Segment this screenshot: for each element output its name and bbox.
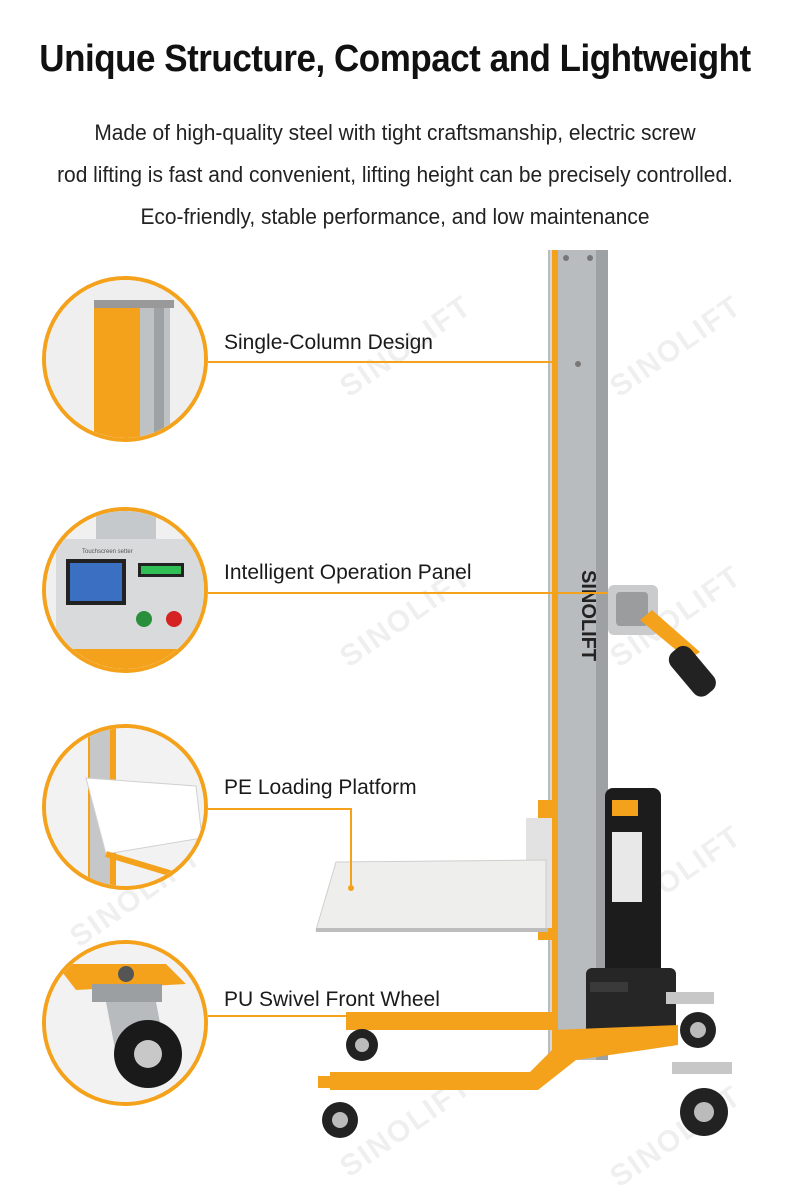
feature-circle-column <box>42 276 208 442</box>
description-line-1: Made of high-quality steel with tight cr… <box>94 120 696 145</box>
panel-caption: Touchscreen setter <box>82 549 133 555</box>
connector-line <box>350 808 352 888</box>
connector-dot <box>348 885 354 891</box>
connector-line <box>208 592 608 594</box>
description-line-2: rod lifting is fast and convenient, lift… <box>57 162 733 187</box>
connector-line <box>208 808 352 810</box>
description-line-3: Eco-friendly, stable performance, and lo… <box>140 204 650 229</box>
feature-circle-panel: Touchscreen setter <box>42 507 208 673</box>
connector-line <box>208 1015 458 1017</box>
page-title: Unique Structure, Compact and Lightweigh… <box>39 38 751 80</box>
feature-label-column: Single-Column Design <box>224 331 433 354</box>
description: Made of high-quality steel with tight cr… <box>0 112 790 238</box>
stacker-illustration: SINOLIFT <box>315 250 732 1138</box>
connector-line <box>208 361 554 363</box>
feature-circle-platform <box>42 724 208 890</box>
feature-circle-wheel <box>42 940 208 1106</box>
feature-label-wheel: PU Swivel Front Wheel <box>224 988 440 1011</box>
feature-label-panel: Intelligent Operation Panel <box>224 561 472 584</box>
feature-label-platform: PE Loading Platform <box>224 776 417 799</box>
mast-brand: SINOLIFT <box>577 570 599 661</box>
